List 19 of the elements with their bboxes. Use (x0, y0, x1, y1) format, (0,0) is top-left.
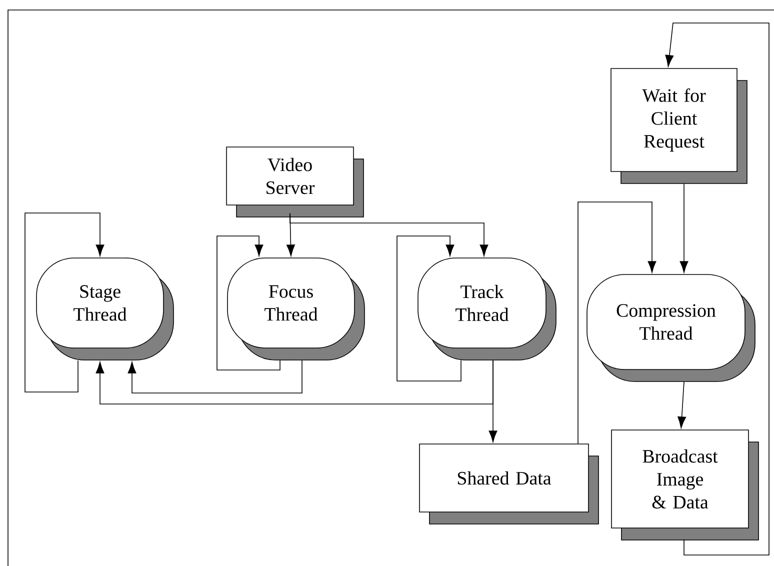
thread-oval: Compression Thread (586, 274, 756, 382)
arrow (678, 382, 686, 428)
arrow (488, 360, 498, 442)
process-box: Video Server (226, 146, 364, 218)
loop-arrow (24, 212, 104, 392)
thread-oval: Track Thread (418, 258, 556, 360)
arrow (290, 213, 488, 256)
arrow (96, 360, 494, 404)
process-box: Broadcast Image & Data (611, 430, 759, 540)
arrow (680, 184, 688, 273)
process-box: Wait for Client Request (610, 68, 748, 184)
arrow (128, 360, 302, 394)
loop-arrow (216, 236, 280, 370)
thread-oval: Stage Thread (36, 258, 174, 360)
arrow (665, 22, 770, 556)
arrow (578, 202, 656, 444)
process-box: Shared Data (419, 444, 599, 524)
loop-arrow (396, 236, 462, 382)
thread-oval: Focus Thread (227, 258, 365, 360)
